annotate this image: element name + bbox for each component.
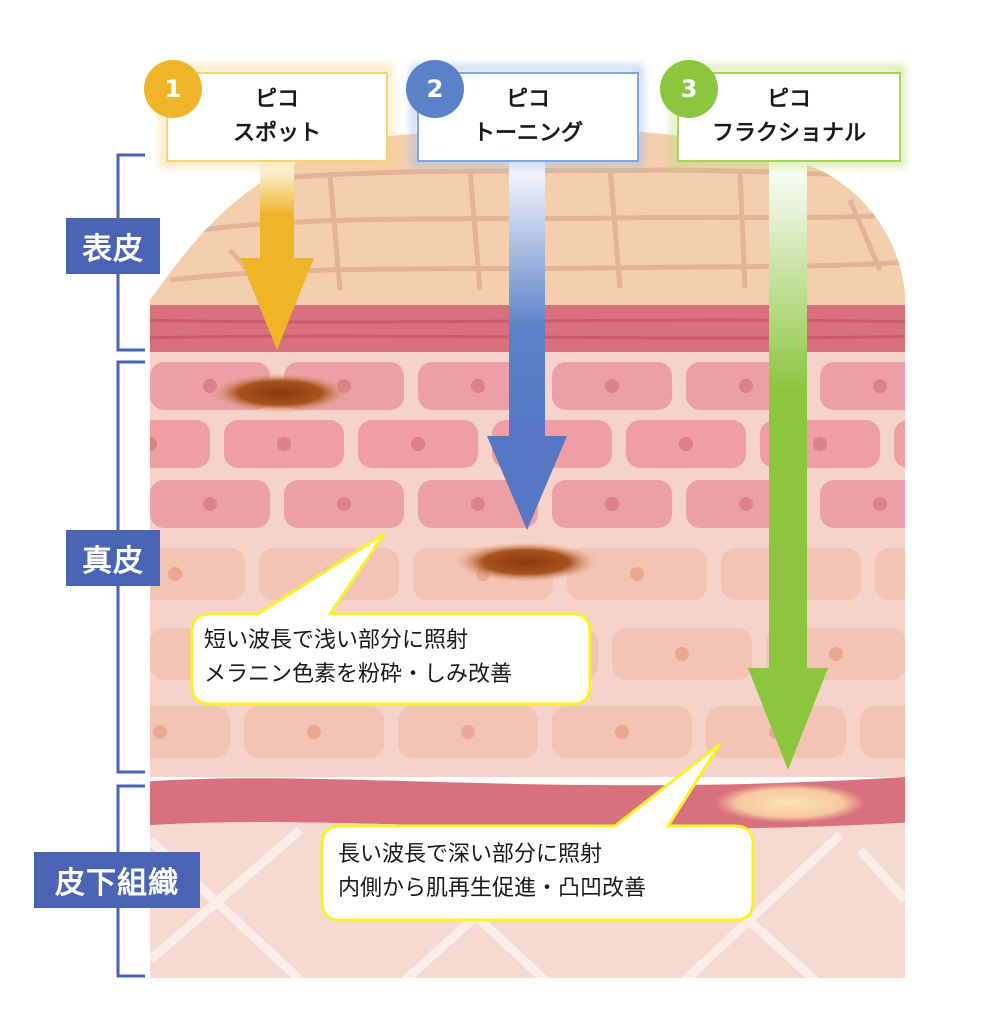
arrow-spot [240, 160, 314, 350]
cell-nucleus [150, 437, 157, 451]
cell-nucleus [337, 497, 351, 511]
cell-nucleus [923, 725, 937, 739]
cell-nucleus [615, 725, 629, 739]
cell-nucleus [605, 497, 619, 511]
method-box-spot: ピコ スポット [166, 72, 388, 162]
method-toning-line1: ピコ [505, 87, 550, 112]
callout-deep-line2: 内側から肌再生促進・凸凹改善 [338, 876, 647, 901]
callout-shallow-line1: 短い波長で浅い部分に照射 [204, 628, 469, 653]
arrow-fractional [748, 160, 828, 770]
cell-nucleus [203, 497, 217, 511]
method-spot-line2: スポット [232, 121, 321, 146]
dermis-cell [150, 420, 210, 468]
method-2-glow [411, 65, 643, 167]
cell-nucleus [461, 725, 475, 739]
method-spot-line1: ピコ [254, 87, 299, 112]
callout-text-shallow: 短い波長で浅い部分に照射 メラニン色素を粉砕・しみ改善 [204, 624, 512, 692]
label-subcutaneous: 皮下組織 [34, 852, 200, 908]
method-fractional-line2: フラクショナル [711, 121, 866, 146]
label-epidermis: 表皮 [66, 218, 160, 274]
cell-nucleus [947, 437, 961, 451]
callout-shallow-line2: メラニン色素を粉砕・しみ改善 [204, 662, 513, 687]
cell-nucleus [307, 725, 321, 739]
dermis-cell [875, 548, 905, 600]
number-badge-3: 3 [660, 60, 718, 118]
cell-nucleus [739, 379, 753, 393]
method-3-glow [671, 65, 905, 167]
cell-nucleus [471, 379, 485, 393]
cell-nucleus [675, 647, 689, 661]
dermis-cell [894, 420, 905, 468]
cell-nucleus [411, 437, 425, 451]
label-dermis: 真皮 [66, 530, 160, 586]
number-badge-1: 1 [144, 60, 202, 118]
regeneration-spot [714, 783, 866, 823]
cell-nucleus [829, 647, 843, 661]
arrow-toning [487, 160, 567, 530]
callout-deep-line1: 長い波長で深い部分に照射 [338, 842, 603, 867]
number-badge-2: 2 [406, 60, 464, 118]
cell-nucleus [471, 497, 485, 511]
callout-bubble-deep [320, 742, 755, 922]
callout-bubble-shallow [190, 532, 592, 706]
cell-nucleus [938, 567, 952, 581]
cell-nucleus [873, 497, 887, 511]
method-box-toning: ピコ トーニング [417, 72, 639, 162]
method-toning-line2: トーニング [472, 121, 583, 146]
cell-nucleus [630, 567, 644, 581]
cell-nucleus [873, 379, 887, 393]
dermis-cell [860, 706, 905, 758]
cell-nucleus [168, 567, 182, 581]
cell-nucleus [605, 379, 619, 393]
cell-nucleus [679, 437, 693, 451]
callout-text-deep: 長い波長で深い部分に照射 内側から肌再生促進・凸凹改善 [338, 838, 646, 906]
cell-nucleus [277, 437, 291, 451]
melanin-spot-deep [454, 542, 598, 582]
cell-nucleus [739, 497, 753, 511]
cell-nucleus [153, 725, 167, 739]
method-box-fractional: ピコ フラクショナル [677, 72, 901, 162]
melanin-spot-shallow [210, 373, 350, 413]
method-fractional-line1: ピコ [766, 87, 811, 112]
cell-nucleus [813, 437, 827, 451]
lower-band [150, 776, 905, 830]
